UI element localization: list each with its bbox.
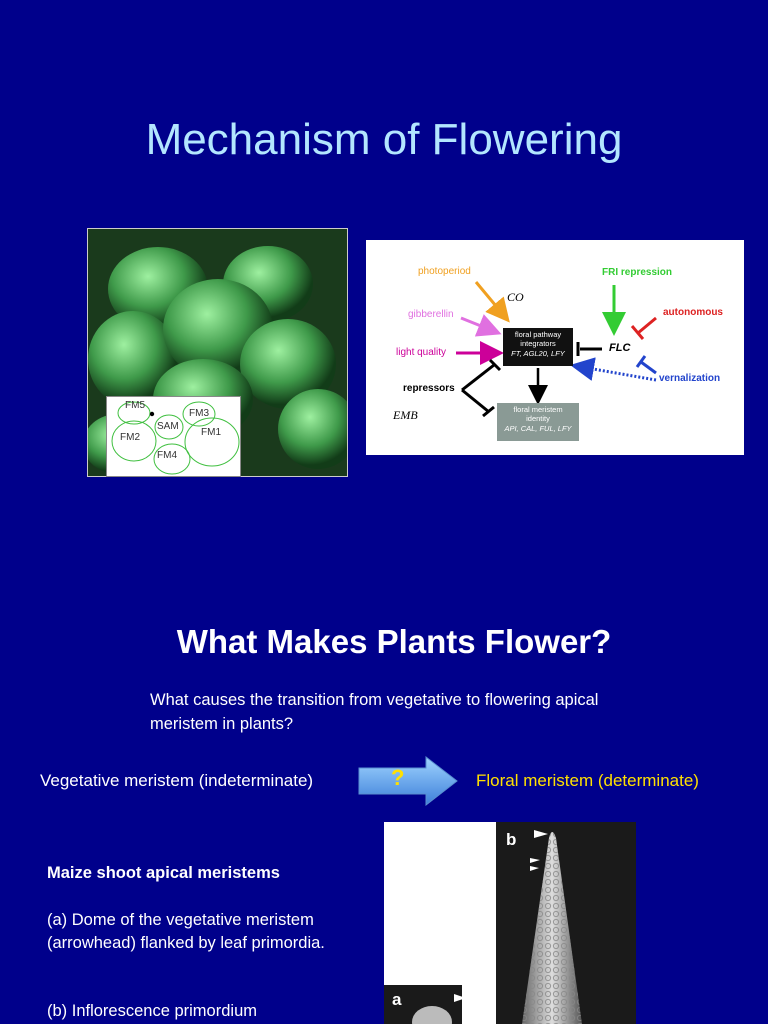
label-fm3: FM3 [189, 408, 209, 419]
identity-box: floral meristem identity API, CAL, FUL, … [497, 403, 579, 441]
label-fm5: FM5 [125, 400, 145, 411]
gibberellin-label: gibberellin [408, 309, 454, 320]
caption-a: (a) Dome of the vegetative meristem (arr… [47, 911, 325, 953]
maize-title: Maize shoot apical meristems [47, 864, 280, 882]
maize-meristem-images: a b [384, 822, 636, 1024]
flc-label: FLC [609, 342, 631, 354]
light-quality-label: light quality [396, 347, 447, 358]
transition-question: What causes the transition from vegetati… [150, 691, 599, 733]
vernalization-label: vernalization [659, 373, 721, 384]
meristem-schematic: FM5 FM3 SAM FM2 FM1 FM4 [106, 396, 241, 477]
flowering-pathway-diagram: photoperiod CO gibberellin light quality… [366, 240, 744, 455]
panel-label-a: a [392, 990, 402, 1009]
slide2-title: What Makes Plants Flower? [176, 623, 612, 660]
integrators-box: floral pathway integrators FT, AGL20, LF… [503, 328, 573, 366]
label-fm1: FM1 [201, 427, 221, 438]
vegetative-meristem-label: Vegetative meristem (indeterminate) [40, 771, 314, 790]
photoperiod-label: photoperiod [418, 266, 471, 277]
floral-meristem-label: Floral meristem (determinate) [476, 771, 699, 790]
question-mark: ? [391, 765, 405, 790]
identity-line2: identity [526, 414, 550, 424]
integrators-line3: FT, AGL20, LFY [511, 348, 565, 358]
integrators-line1: floral pathway [514, 330, 562, 339]
transition-arrow-icon [358, 756, 458, 806]
label-sam: SAM [157, 421, 179, 432]
identity-line3: API, CAL, FUL, LFY [504, 423, 572, 433]
identity-line1: floral meristem [513, 405, 563, 414]
integrators-line2: integrators [520, 339, 556, 349]
caption-b: (b) Inflorescence primordium [47, 1002, 257, 1020]
label-fm4: FM4 [157, 450, 177, 461]
label-fm2: FM2 [120, 432, 140, 443]
fri-label: FRI repression [602, 267, 673, 278]
co-label: CO [507, 290, 524, 304]
slide1-title: Mechanism of Flowering [145, 115, 623, 164]
repressors-label: repressors [403, 383, 455, 394]
emb-label: EMB [393, 408, 418, 422]
autonomous-label: autonomous [663, 307, 723, 318]
panel-label-b: b [506, 830, 517, 849]
